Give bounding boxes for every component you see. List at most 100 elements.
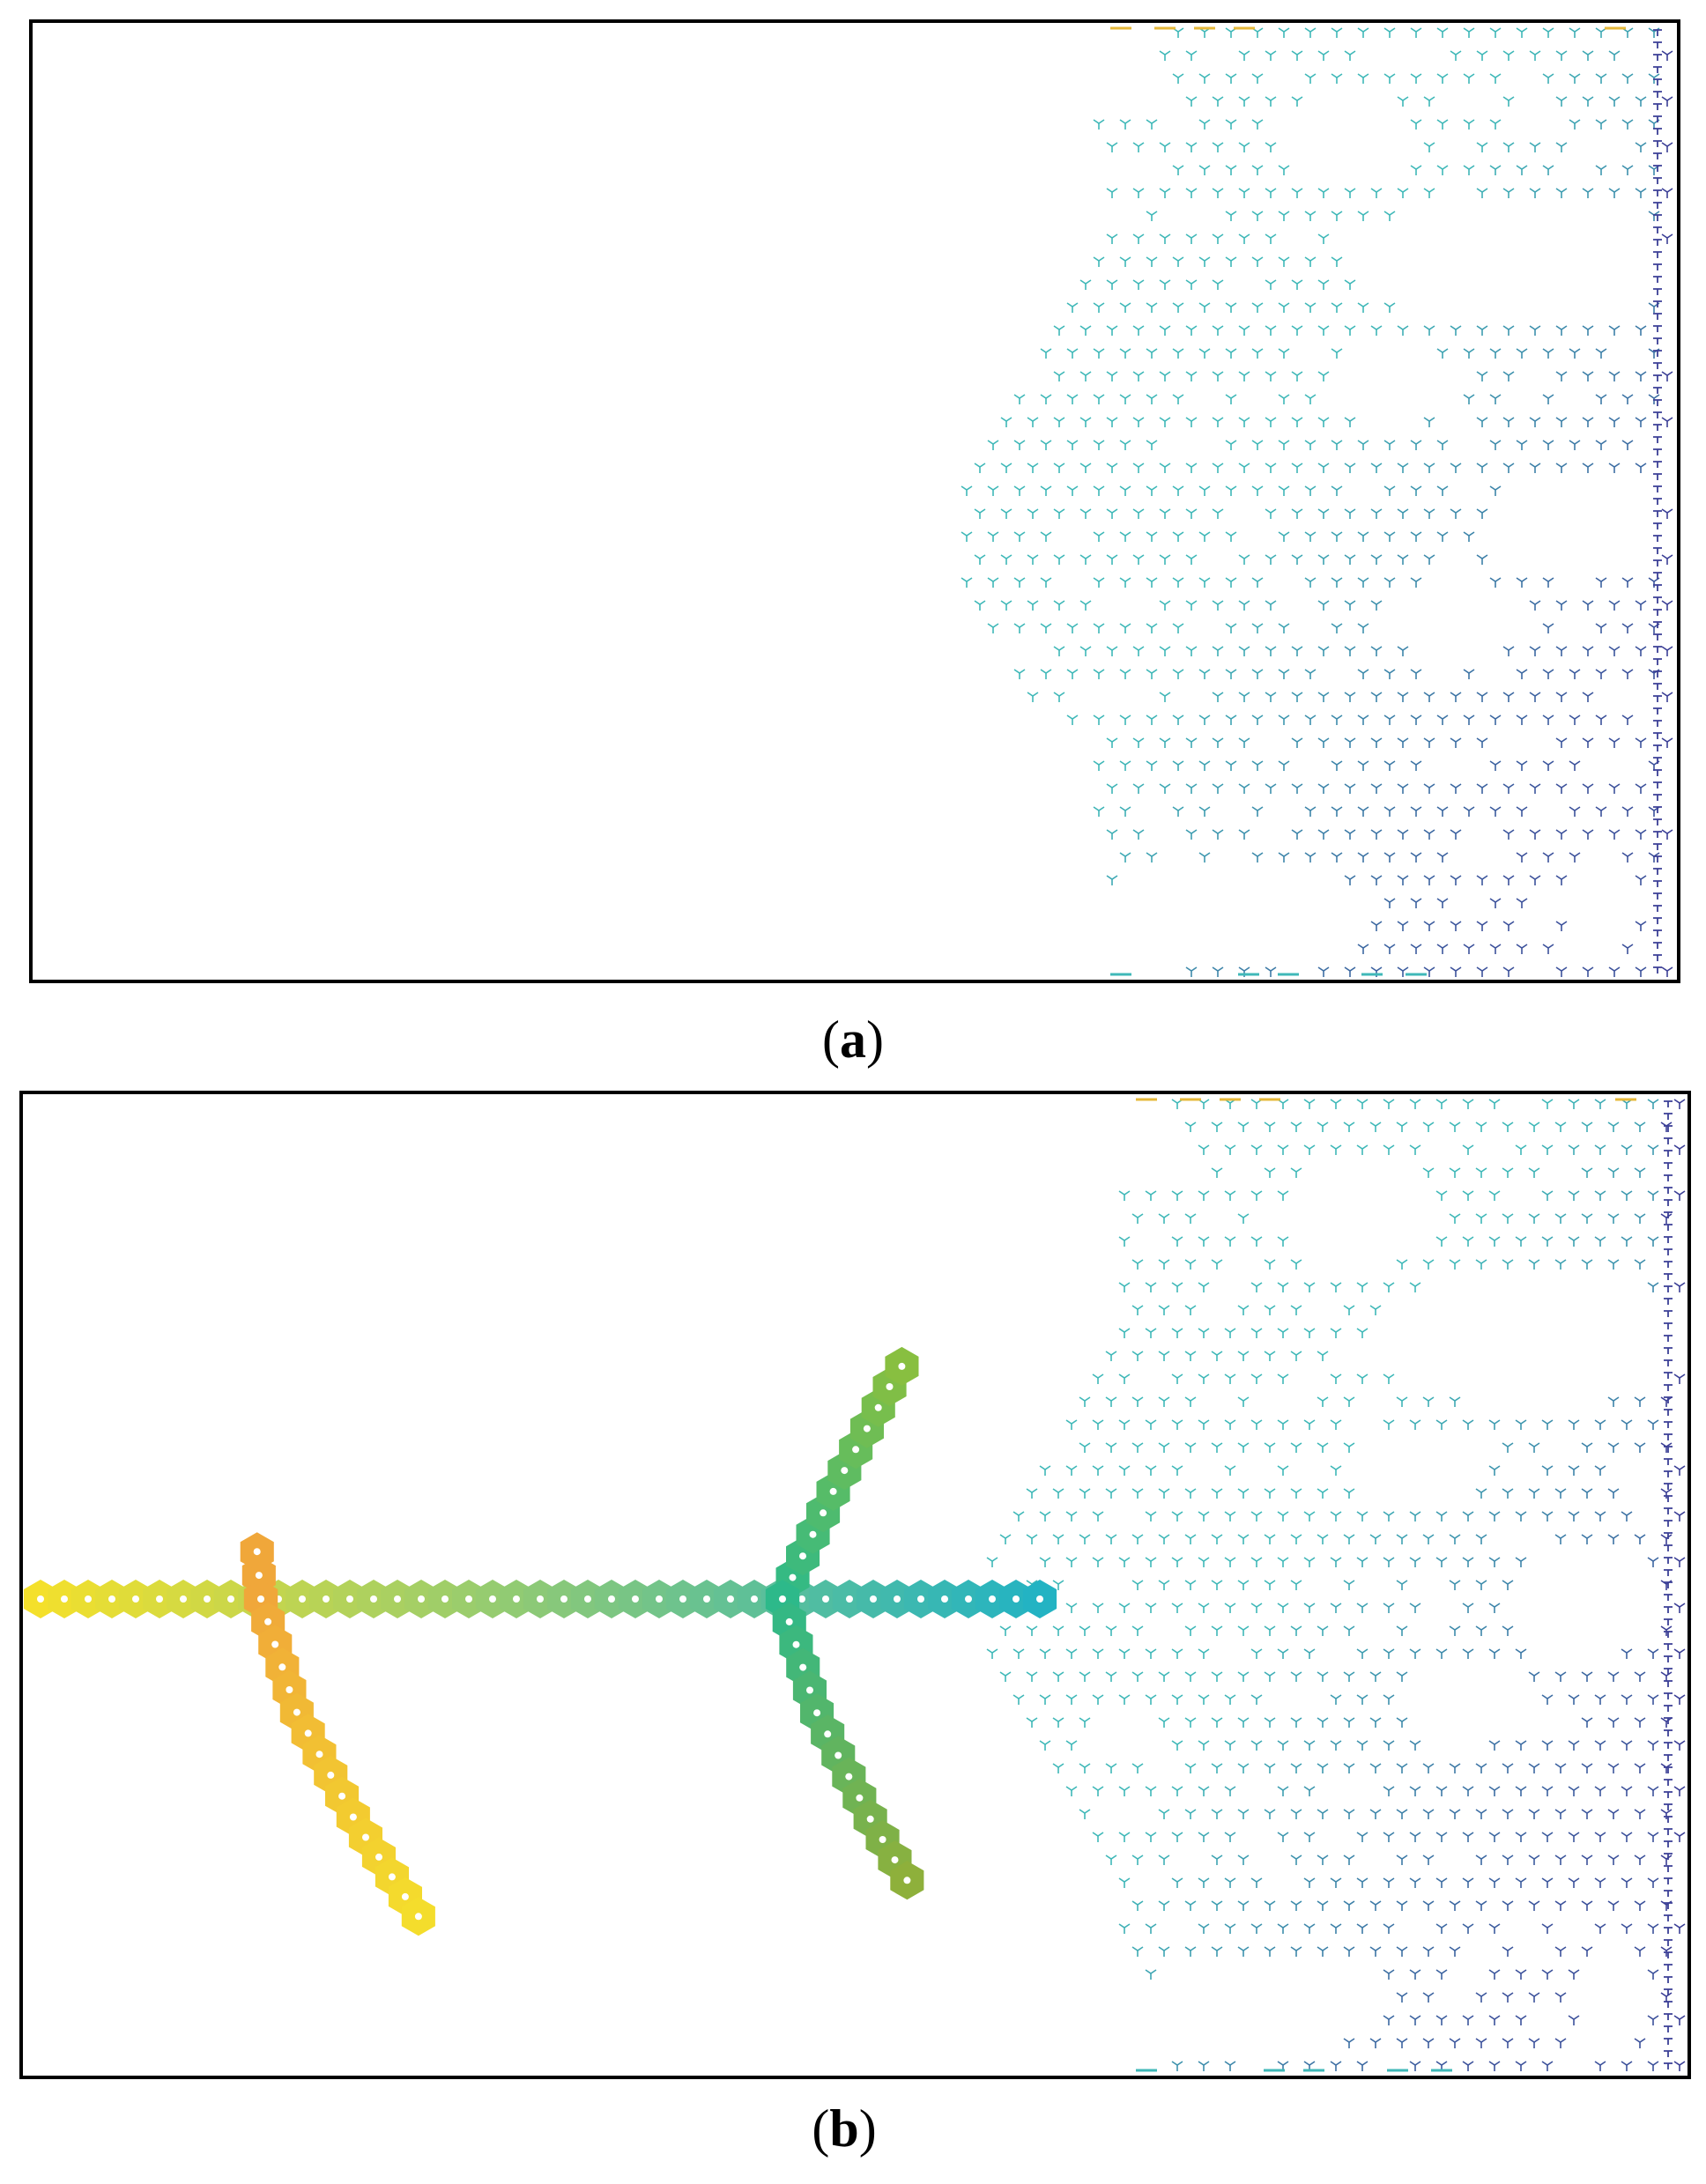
lattice-node [1489,944,1502,954]
lattice-node [1291,50,1303,61]
lattice-node [1607,1900,1620,1911]
lattice-node [1119,394,1131,404]
lattice-node [1423,508,1435,519]
boundary-node [1653,54,1662,61]
boundary-node [1653,510,1662,517]
lattice-node [986,1648,998,1659]
lattice-node [1066,302,1079,313]
lattice-node [1053,692,1065,702]
lattice-node [1264,1763,1276,1773]
lattice-node [1356,1740,1369,1751]
lattice-node [1330,1877,1342,1888]
lattice-node [1119,760,1131,771]
lattice-node [1013,440,1026,450]
lattice-node [1118,1419,1131,1430]
lattice-node [1621,623,1634,633]
lattice-node [1330,1603,1342,1613]
lattice-node [1436,806,1449,817]
lattice-node [1502,692,1515,702]
lattice-node [1172,165,1184,175]
lattice-node [1554,1671,1567,1682]
lattice-node [1291,646,1303,656]
boundary-node [1664,1446,1673,1453]
lattice-node [1463,27,1475,38]
lattice-node [1238,233,1250,244]
lattice-node [1475,1488,1487,1499]
lattice-node [1357,852,1369,862]
crack-bead-hole [965,1595,972,1603]
lattice-node [1330,1144,1342,1155]
lattice-node [1317,1534,1329,1544]
lattice-node [1212,188,1224,198]
lattice-node [1660,1488,1673,1499]
boundary-node [1664,1483,1673,1490]
lattice-node [1383,302,1396,313]
lattice-node [1621,577,1634,588]
lattice-node [1607,1809,1620,1819]
lattice-node [1436,898,1449,908]
lattice-node [1541,1694,1554,1705]
lattice-node [1211,1259,1223,1270]
lattice-node [1542,348,1554,359]
lattice-node [1607,1213,1620,1224]
lattice-node [1237,1213,1250,1224]
boundary-node [1653,929,1662,937]
lattice-node [1410,485,1422,496]
lattice-node [1397,96,1409,107]
lattice-node [1317,1625,1329,1636]
lattice-node [1092,1832,1104,1842]
lattice-node [1356,1328,1369,1338]
lattice-node [1621,1740,1633,1751]
lattice-node [1000,417,1012,427]
lattice-node [1264,1580,1276,1590]
lattice-node [1317,600,1330,611]
lattice-node [1317,50,1330,61]
lattice-node [1225,119,1237,130]
lattice-node [1673,1740,1686,1751]
lattice-node [1119,485,1131,496]
lattice-node [1132,371,1145,381]
lattice-node [1383,577,1396,588]
crack-bead-hole [537,1595,544,1603]
lattice-node [1555,371,1568,381]
lattice-node [1450,783,1462,794]
lattice-node [1635,417,1647,427]
lattice-node [1039,1740,1051,1751]
lattice-node [961,485,973,496]
lattice-node [1463,348,1475,359]
lattice-node [1093,714,1105,725]
lattice-node [1502,783,1515,794]
lattice-node [1370,463,1383,473]
lattice-node [1224,1328,1236,1338]
lattice-node [1146,485,1158,496]
lattice-node [1331,852,1343,862]
boundary-node [1653,362,1662,369]
lattice-node [1515,1557,1527,1567]
lattice-node [1463,944,1475,954]
lattice-node [1224,1923,1236,1934]
lattice-node [1278,256,1290,267]
lattice-node [1171,1419,1183,1430]
lattice-node [1529,417,1541,427]
lattice-node [1397,875,1409,885]
lattice-node [1422,1122,1435,1132]
lattice-node [1146,211,1158,221]
lattice-node [1330,1923,1342,1934]
lattice-node [1555,600,1568,611]
lattice-node [1172,394,1184,404]
boundary-node [1664,1285,1673,1292]
lattice-node [1449,1534,1461,1544]
crack-bead-hole [879,1836,886,1843]
lattice-node [1436,119,1449,130]
lattice-node [1621,27,1634,38]
lattice-node [1224,1694,1236,1705]
lattice-node [1251,806,1264,817]
lattice-node [1079,325,1092,336]
lattice-node [1211,1900,1223,1911]
lattice-node [1159,737,1171,748]
lattice-node [1607,1855,1620,1865]
crack-bead-hole [656,1595,663,1603]
lattice-node [999,1534,1012,1544]
boundary-node [1664,1421,1673,1428]
lattice-node [1211,1946,1223,1957]
